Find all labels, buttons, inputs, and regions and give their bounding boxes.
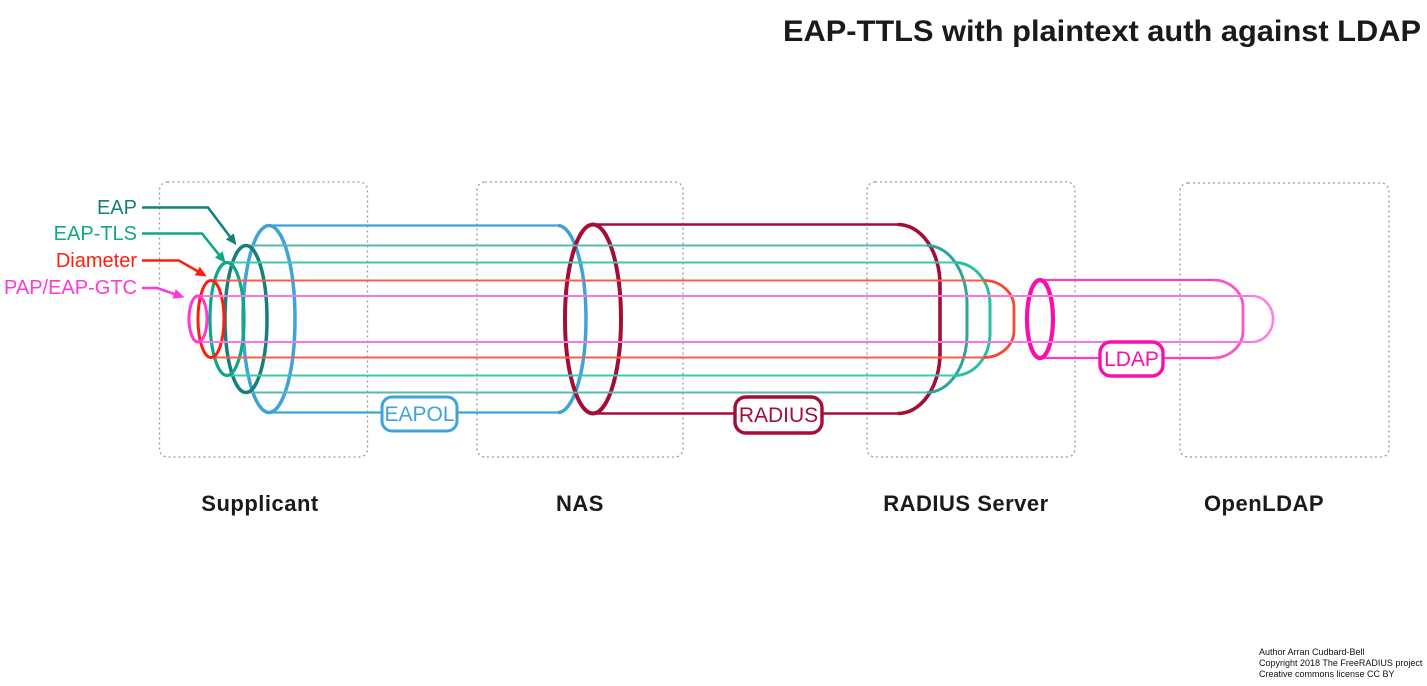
radius-label-box xyxy=(733,395,824,435)
node-box-openldap xyxy=(1179,182,1390,458)
node-label-openldap: OpenLDAP xyxy=(1204,491,1324,516)
tube-pap xyxy=(187,294,1275,344)
node-label-radius-server: RADIUS Server xyxy=(883,491,1048,516)
tube-eaptls xyxy=(208,260,992,378)
eapol-label-badge: EAPOL xyxy=(380,395,459,433)
tube-pap-open-end xyxy=(187,294,209,344)
tube-eap-closed-end xyxy=(926,244,969,394)
legend-label-eaptls: EAP-TLS xyxy=(54,223,137,245)
legend-label-eap: EAP xyxy=(97,197,137,219)
tube-eap xyxy=(223,243,969,395)
tube-ldap-open-end xyxy=(1024,277,1056,361)
tube-ldap xyxy=(1024,277,1245,361)
tube-radius-open-end xyxy=(563,222,623,416)
tube-pap-closed-end xyxy=(1251,294,1275,344)
tube-ldap-closed-end xyxy=(1212,278,1245,360)
node-box-supplicant xyxy=(158,181,369,458)
tube-eapol-open-end xyxy=(241,223,297,415)
tube-diameter-open-end xyxy=(196,279,226,359)
footer-license: Creative commons license CC BY xyxy=(1259,669,1395,679)
node-label-nas: NAS xyxy=(556,491,604,516)
footer-author: Author Arran Cudbard-Bell xyxy=(1259,647,1365,657)
tube-diameter-closed-end xyxy=(983,279,1016,359)
node-label-supplicant: Supplicant xyxy=(201,491,319,516)
footer-copyright: Copyright 2018 The FreeRADIUS project xyxy=(1259,658,1423,668)
footer-credits: Author Arran Cudbard-Bell Copyright 2018… xyxy=(1259,647,1423,679)
node-box-radius-server xyxy=(866,181,1076,458)
tube-eapol xyxy=(241,223,588,415)
diameter-callout-arrow xyxy=(142,259,207,277)
radius-label: RADIUS xyxy=(739,404,818,427)
tube-radius xyxy=(563,222,942,416)
tube-eaptls-closed-end xyxy=(954,261,992,377)
node-box-nas xyxy=(476,181,684,458)
legend: EAP EAP-TLS Diameter PAP/EAP-GTC xyxy=(4,197,237,299)
tube-radius-closed-end xyxy=(897,222,942,416)
eaptls-callout-arrow xyxy=(142,232,226,264)
ldap-label-box xyxy=(1098,340,1165,378)
ldap-label: LDAP xyxy=(1104,348,1159,371)
eapol-label-box xyxy=(380,395,459,433)
page-title: EAP-TTLS with plaintext auth against LDA… xyxy=(783,15,1421,48)
tube-diameter xyxy=(196,279,1016,359)
ldap-label-badge: LDAP xyxy=(1098,340,1165,378)
radius-label-badge: RADIUS xyxy=(733,395,824,435)
legend-label-diameter: Diameter xyxy=(56,250,137,272)
eap-callout-arrow xyxy=(142,206,237,246)
tube-eapol-right-rim xyxy=(557,223,588,415)
eapol-label: EAPOL xyxy=(384,403,454,426)
legend-label-pap: PAP/EAP-GTC xyxy=(4,277,137,299)
pap-callout-arrow xyxy=(142,286,185,299)
tube-eaptls-open-end xyxy=(208,260,246,378)
